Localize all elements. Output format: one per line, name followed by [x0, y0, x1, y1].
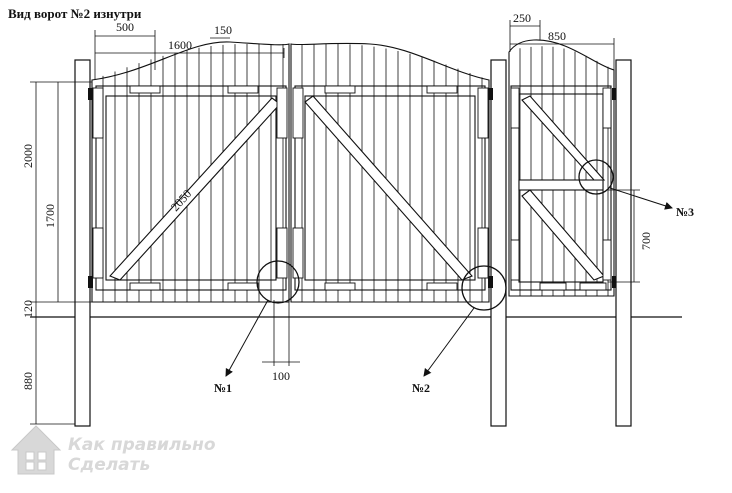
hinge-strip: [602, 87, 612, 129]
dim-1700: 1700: [43, 204, 57, 228]
drawing-title: Вид ворот №2 изнутри: [8, 6, 142, 21]
posts: [74, 59, 632, 427]
dim-500: 500: [116, 20, 134, 34]
hinge-strip: [477, 227, 489, 279]
hinge-strip: [510, 239, 520, 281]
right-leaf-outline: [290, 42, 490, 303]
left-leaf-frame-inner: [105, 95, 277, 281]
dim-250: 250: [513, 11, 531, 25]
detail-circle-3: [578, 159, 614, 195]
right-leaf-brace: [304, 95, 473, 281]
detail-circles: [256, 159, 614, 311]
clamp-plate: [129, 282, 161, 291]
detail-circle-2: [461, 265, 507, 311]
dim-880: 880: [21, 372, 35, 390]
clamp-plate: [426, 282, 458, 291]
clamp-plate: [426, 85, 458, 94]
wicket-outline: [508, 39, 615, 297]
clamp-plate: [539, 282, 567, 291]
callout-label-2: №2: [412, 381, 430, 395]
left-leaf-frame-outer: [95, 85, 287, 291]
left-post: [74, 59, 91, 427]
clamp-plate: [227, 282, 259, 291]
picket-boards: [91, 39, 615, 303]
right-leaf-frame-outer: [294, 85, 486, 291]
hinge-strip: [276, 87, 288, 139]
hinge-strip: [92, 227, 104, 279]
callout-label-1: №1: [214, 381, 232, 395]
right-post: [615, 59, 632, 427]
dim-150: 150: [214, 23, 232, 37]
dim-120: 120: [21, 300, 35, 318]
callout-leaders: [225, 187, 673, 377]
hinge-strip: [477, 87, 489, 139]
clamp-plate: [324, 282, 356, 291]
middle-post: [490, 59, 507, 427]
dim-850: 850: [548, 29, 566, 43]
hinge-strip: [92, 87, 104, 139]
clamp-plate: [227, 85, 259, 94]
clamp-plate: [579, 282, 607, 291]
dim-700: 700: [639, 232, 653, 250]
hardware: [92, 85, 612, 291]
left-leaf-outline: [91, 41, 290, 303]
wicket-crossbar: [518, 179, 604, 191]
hinge-strip: [276, 227, 288, 279]
dim-1600: 1600: [168, 38, 192, 52]
house-icon: [10, 425, 62, 475]
watermark-logo: Как правильно Сделать: [10, 425, 216, 475]
detail-circle-1: [256, 260, 300, 304]
callout-label-3: №3: [676, 205, 694, 219]
dim-2000: 2000: [21, 144, 35, 168]
wicket-brace-top: [521, 95, 606, 181]
hinge-strip: [292, 227, 304, 279]
hinge-strip: [602, 239, 612, 281]
watermark-line-1: Как правильно: [68, 435, 216, 455]
right-leaf-frame-inner: [304, 95, 476, 281]
watermark-line-2: Сделать: [68, 455, 150, 475]
clamp-plate: [324, 85, 356, 94]
hinge-strip: [510, 87, 520, 129]
hinge-strip: [292, 87, 304, 139]
dimension-lines: [30, 20, 640, 425]
dim-100: 100: [272, 369, 290, 383]
frames: [95, 85, 612, 291]
clamp-plate: [129, 85, 161, 94]
